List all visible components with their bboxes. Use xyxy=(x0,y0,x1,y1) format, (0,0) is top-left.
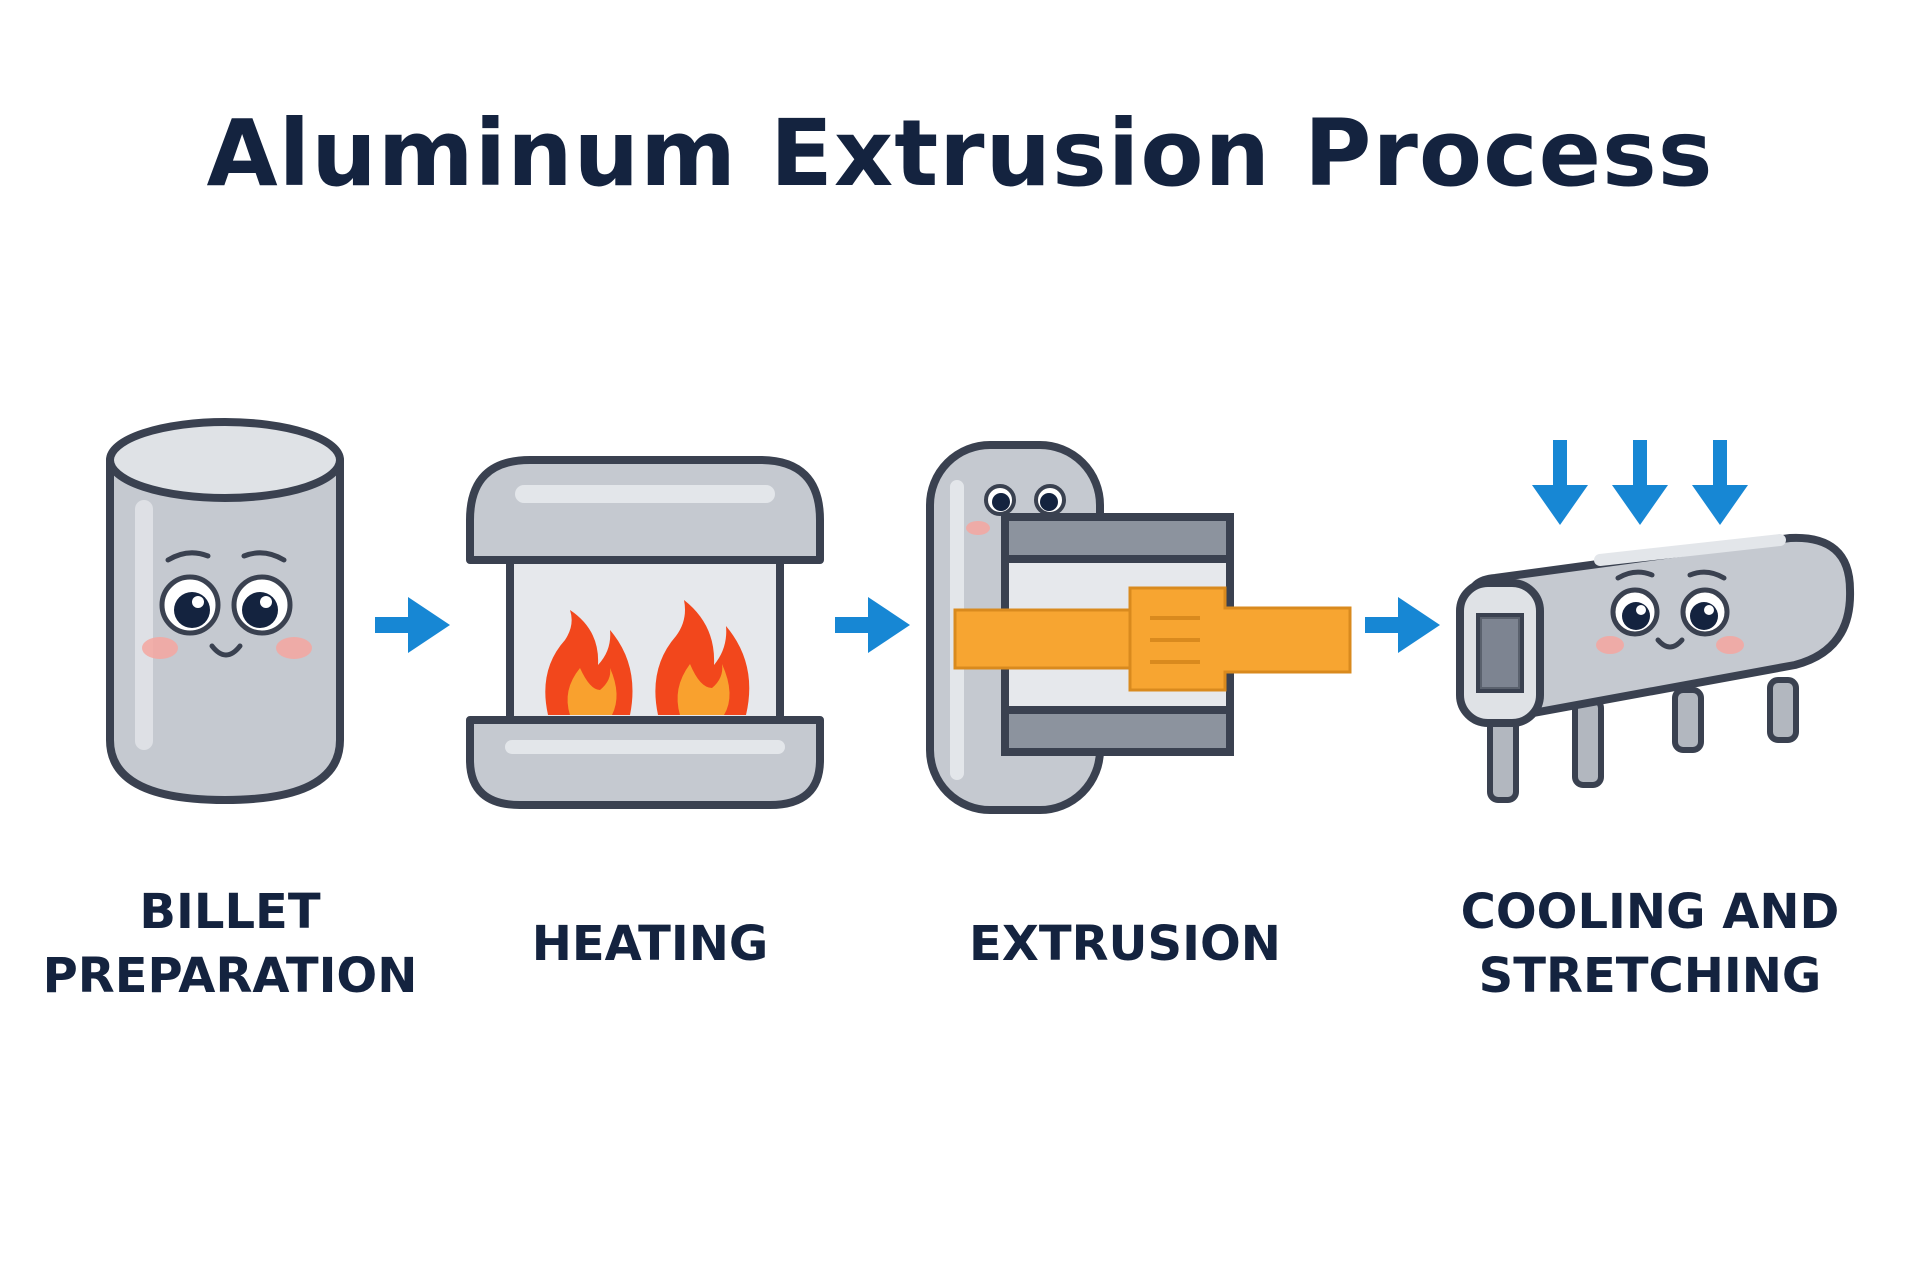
step-label-line: BILLET xyxy=(139,884,321,940)
down-arrow-icon xyxy=(1612,440,1668,525)
extrusion-press-icon xyxy=(926,441,1352,814)
down-arrow-icon xyxy=(1692,440,1748,525)
step-label-cooling-and-stretching: COOLING AND STRETCHING xyxy=(1430,880,1870,1008)
furnace-flame-icon xyxy=(466,456,824,809)
billet-character-icon xyxy=(106,418,344,804)
diagram-title: Aluminum Extrusion Process xyxy=(206,100,1714,207)
step-label-line: EXTRUSION xyxy=(969,916,1281,972)
cooling-profile-icon xyxy=(1456,440,1855,803)
step-label-line: PREPARATION xyxy=(42,948,418,1004)
down-arrow-icon xyxy=(1532,440,1588,525)
right-arrow-icon xyxy=(835,597,910,653)
step-label-line: HEATING xyxy=(531,916,769,972)
step-label-line: STRETCHING xyxy=(1478,948,1822,1004)
step-label-line: COOLING AND xyxy=(1460,884,1840,940)
step-label-billet-preparation: BILLET PREPARATION xyxy=(40,880,420,1008)
step-label-heating: HEATING xyxy=(460,912,840,976)
right-arrow-icon xyxy=(1365,597,1440,653)
right-arrow-icon xyxy=(375,597,450,653)
step-label-extrusion: EXTRUSION xyxy=(935,912,1315,976)
